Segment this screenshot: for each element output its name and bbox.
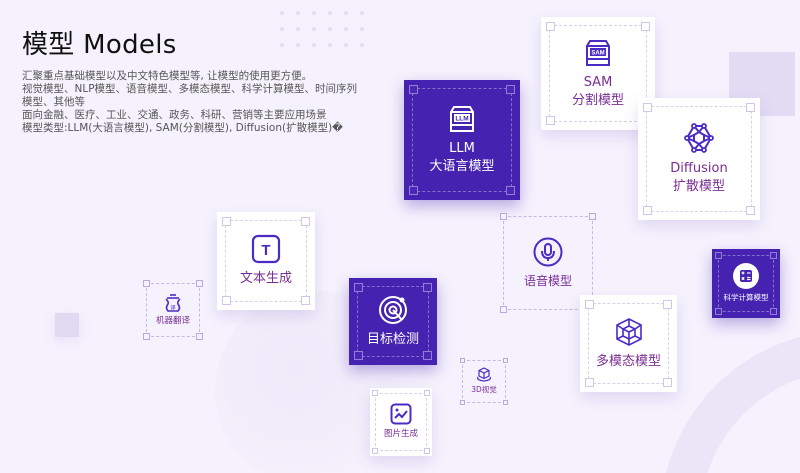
3d-rotate-icon <box>477 367 491 383</box>
microphone-icon <box>533 237 563 267</box>
model-card-scientific-computing[interactable]: 科学计算模型 <box>712 249 780 318</box>
card-label: 目标检测 <box>366 331 419 347</box>
card-label: 多模态模型 <box>595 353 661 369</box>
background-square <box>55 313 79 337</box>
card-label: 科学计算模型 <box>723 293 769 303</box>
model-card-3d-vision[interactable]: 3D视觉 <box>460 358 508 405</box>
text-t-icon: T <box>251 235 281 264</box>
sam-box-icon: SAM <box>586 39 610 66</box>
model-card-multimodal[interactable]: 多模态模型 <box>580 295 677 392</box>
card-label: 语音模型 <box>523 273 572 288</box>
network-hexagon-icon <box>684 123 714 154</box>
description-line: 模型类型:LLM(大语言模型), SAM(分割模型), Diffusion(扩散… <box>22 122 343 134</box>
model-card-machine-translation[interactable]: 译 机器翻译 <box>143 280 203 340</box>
card-label: 图片生成 <box>383 429 418 440</box>
model-card-diffusion[interactable]: Diffusion 扩散模型 <box>638 98 760 220</box>
description-line: 面向金融、医疗、工业、交通、政务、科研、营销等主要应用场景 <box>22 109 327 121</box>
description-line: 汇聚重点基础模型以及中文特色模型等, 让模型的使用更方便。 <box>22 70 313 82</box>
page-title: 模型 Models <box>22 30 177 60</box>
card-subtitle: 扩散模型 <box>672 179 725 194</box>
background-arc <box>660 330 800 473</box>
card-title: LLM <box>449 141 475 157</box>
card-label: 机器翻译 <box>155 315 190 326</box>
svg-text:SAM: SAM <box>591 50 604 56</box>
page-description: 汇聚重点基础模型以及中文特色模型等, 让模型的使用更方便。 视觉模型、NLP模型… <box>22 70 367 135</box>
card-title: Diffusion <box>670 161 728 177</box>
radar-target-icon <box>379 295 407 324</box>
calculator-icon <box>733 263 759 290</box>
model-card-llm[interactable]: LLM LLM 大语言模型 <box>404 80 520 200</box>
card-label: 3D视觉 <box>471 385 497 395</box>
svg-text:LLM: LLM <box>455 116 468 123</box>
cube-icon <box>615 317 642 346</box>
model-card-image-generation[interactable]: 图片生成 <box>370 388 432 456</box>
description-line: 视觉模型、NLP模型、语音模型、多模态模型、科学计算模型、时间序列模型、其他等 <box>22 83 358 108</box>
card-title: SAM <box>583 74 613 90</box>
translate-pot-icon: 译 <box>165 293 181 312</box>
llm-box-icon: LLM <box>450 106 474 133</box>
dot-grid-decoration <box>280 11 376 59</box>
card-subtitle: 大语言模型 <box>429 159 495 174</box>
model-card-object-detection[interactable]: 目标检测 <box>349 278 437 365</box>
model-card-text-generation[interactable]: T 文本生成 <box>217 212 315 310</box>
svg-text:T: T <box>261 242 270 259</box>
card-label: 文本生成 <box>239 271 292 287</box>
card-subtitle: 分割模型 <box>571 92 624 108</box>
image-chart-icon <box>390 403 412 425</box>
svg-text:译: 译 <box>170 303 176 311</box>
